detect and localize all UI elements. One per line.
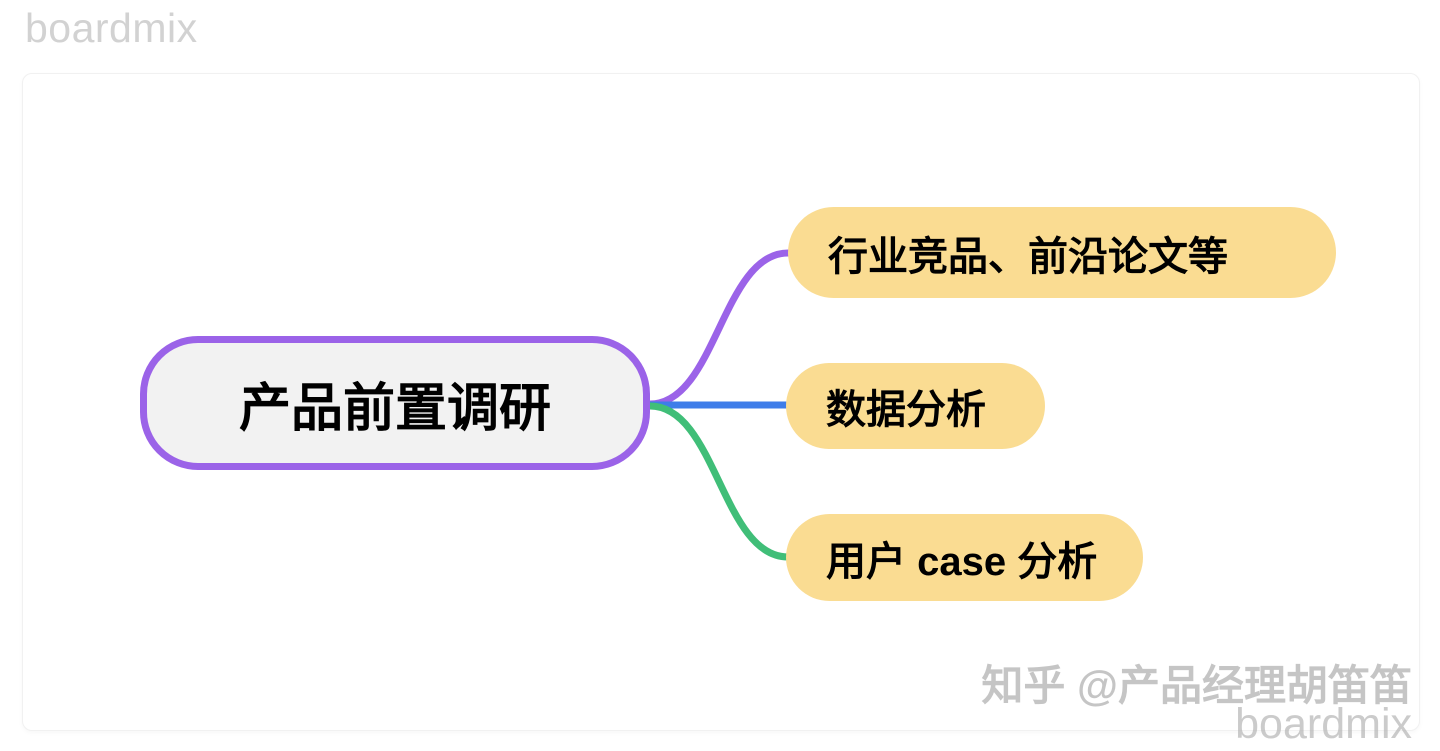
mindmap-root-node[interactable]: 产品前置调研 (140, 336, 650, 470)
child-node-label: 用户 case 分析 (826, 539, 1098, 584)
mindmap-child-node-user-case-analysis[interactable]: 用户 case 分析 (786, 514, 1143, 601)
mindmap-child-node-industry-research[interactable]: 行业竞品、前沿论文等 (788, 207, 1336, 298)
root-node-label: 产品前置调研 (238, 379, 551, 438)
mindmap-child-node-data-analysis[interactable]: 数据分析 (786, 363, 1045, 449)
child-node-label: 数据分析 (826, 388, 986, 432)
boardmix-logo: boardmix (25, 5, 198, 51)
child-node-label: 行业竞品、前沿论文等 (828, 234, 1228, 279)
